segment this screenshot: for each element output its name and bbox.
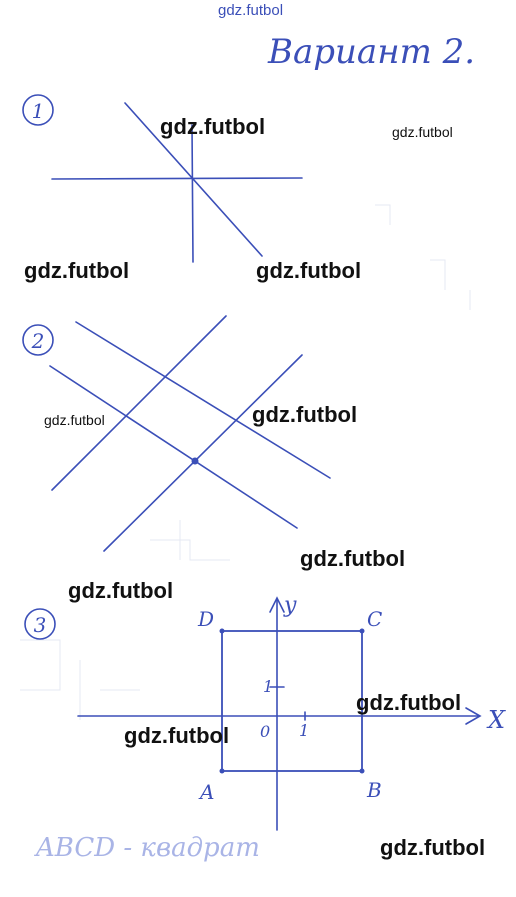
- origin-label: 0: [260, 722, 270, 741]
- square-outline: [221, 630, 363, 772]
- site-watermark: gdz.futbol: [218, 2, 284, 19]
- y-unit-label: 1: [263, 677, 273, 696]
- task-number-circle-3: [24, 608, 56, 640]
- watermark: gdz.futbol: [256, 258, 362, 283]
- task-number-3: 3: [34, 613, 47, 637]
- task-number-1: 1: [32, 99, 45, 123]
- watermark: gdz.futbol: [24, 258, 130, 283]
- x-axis-label: X: [486, 706, 506, 734]
- square-caption: ABCD - квадрат: [34, 833, 260, 863]
- task-number-2: 2: [31, 329, 45, 353]
- vertex-d-label: D: [197, 607, 214, 631]
- task1-horizontal-line: [51, 177, 303, 180]
- task1-figure: [51, 102, 303, 263]
- task-number-circle-1: [22, 94, 54, 126]
- vertex-d-point: [219, 628, 225, 634]
- task2-transversal-1: [51, 315, 227, 491]
- task2-figure: [49, 315, 331, 552]
- task2-intersection-point: [191, 457, 199, 465]
- watermark: gdz.futbol: [124, 723, 230, 748]
- watermark: gdz.futbol: [356, 690, 462, 715]
- watermark: gdz.futbol: [44, 412, 105, 428]
- task-number-circle-2: [22, 324, 54, 356]
- vertex-b-point: [359, 768, 365, 774]
- vertex-c-label: C: [367, 607, 382, 631]
- task2-parallel-line-b: [49, 365, 298, 529]
- watermark: gdz.futbol: [380, 835, 486, 860]
- watermark: gdz.futbol: [300, 546, 406, 571]
- y-axis-arrow: [269, 596, 285, 613]
- vertex-a-label: A: [198, 780, 214, 804]
- x-axis-arrow: [465, 707, 482, 725]
- x-unit-label: 1: [299, 721, 309, 740]
- task2-transversal-2: [103, 354, 303, 552]
- task3-axes: [77, 596, 482, 831]
- watermark: gdz.futbol: [160, 114, 266, 139]
- vertex-c-point: [359, 628, 365, 634]
- watermark: gdz.futbol: [252, 402, 358, 427]
- task1-diagonal-line: [124, 102, 263, 257]
- faint-grid: [20, 204, 471, 720]
- vertex-a-point: [219, 768, 225, 774]
- task1-vertical-line: [191, 124, 194, 263]
- watermark: gdz.futbol: [392, 124, 453, 140]
- vertex-b-label: B: [366, 778, 382, 802]
- square-abcd: [221, 630, 363, 772]
- y-axis-label: y: [283, 593, 297, 618]
- variant-title: Вариант 2.: [267, 32, 475, 72]
- task2-parallel-line-a: [75, 321, 331, 479]
- watermark: gdz.futbol: [68, 578, 174, 603]
- square-vertices: [219, 628, 365, 774]
